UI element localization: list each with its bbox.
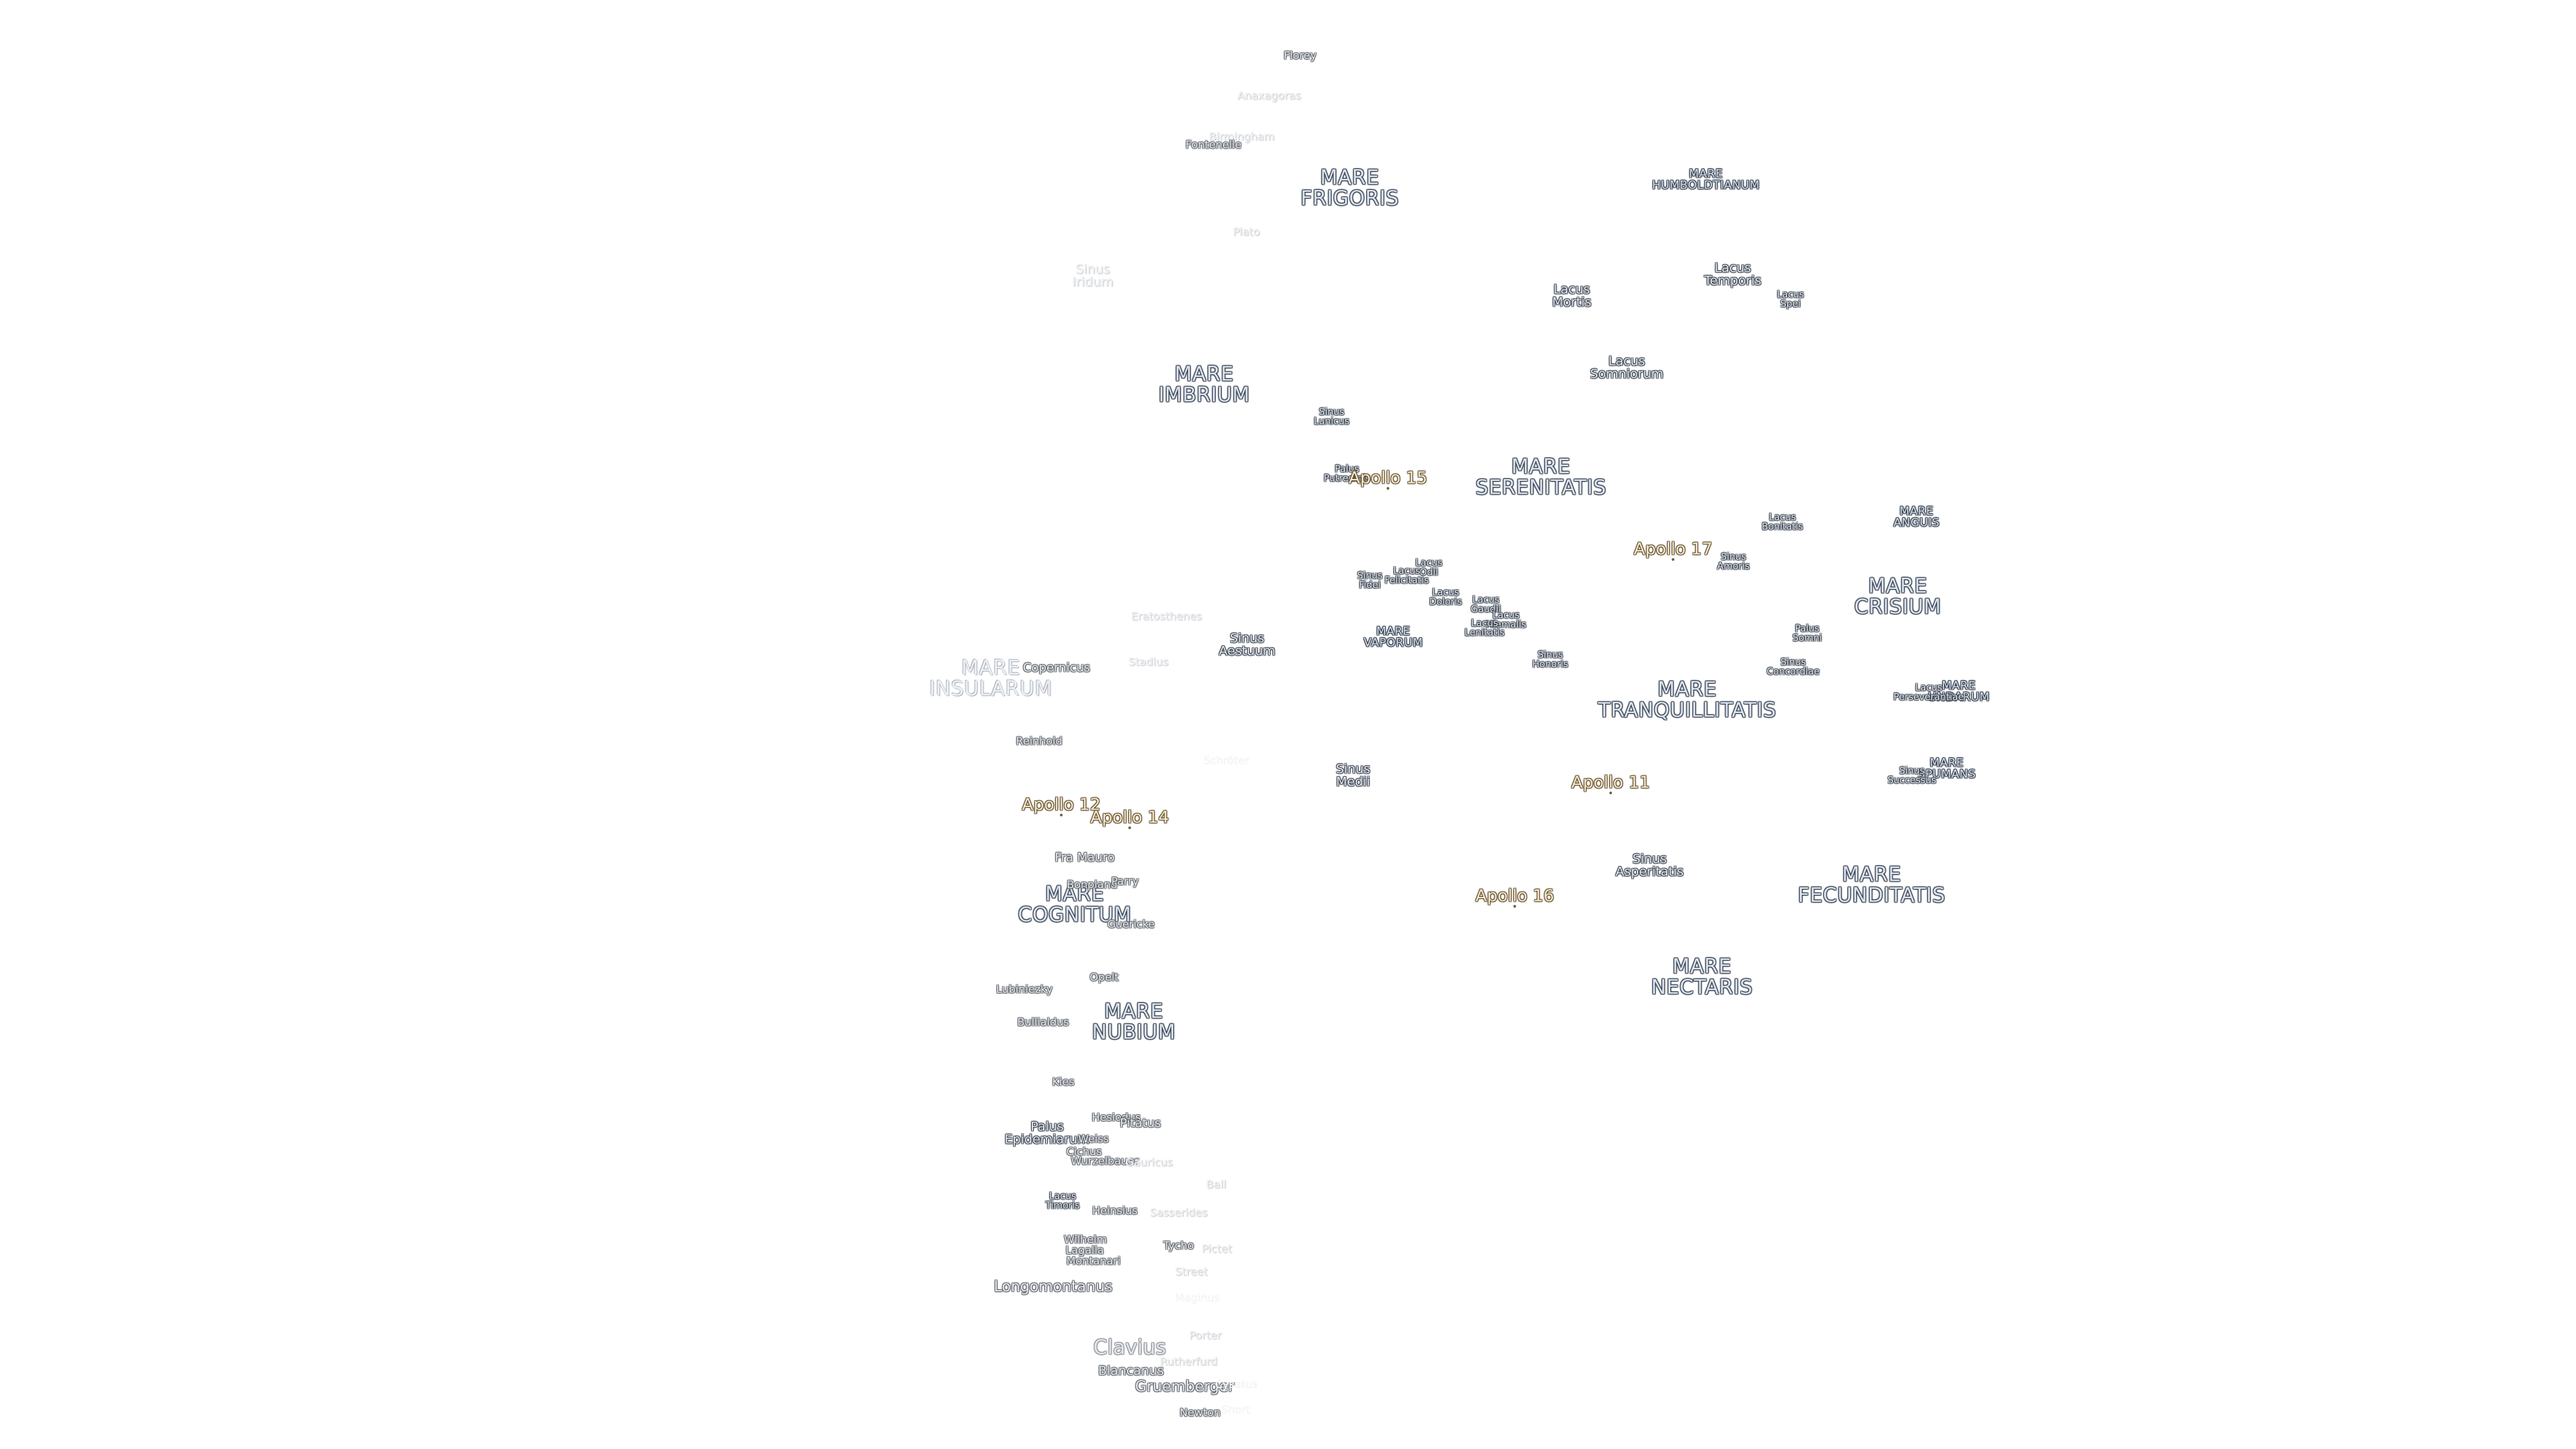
apollo-17-marker (1672, 558, 1674, 561)
label-short[interactable]: Short (1221, 1403, 1250, 1416)
label-mare-nectaris[interactable]: MARE NECTARIS (1651, 955, 1753, 999)
label-cysatus[interactable]: Cysatus (1215, 1377, 1258, 1391)
label-pitatus[interactable]: Pitatus (1120, 1116, 1161, 1130)
label-mare-insularum[interactable]: MARE INSULARUM (929, 656, 1053, 700)
label-mare-anguis[interactable]: MARE ANGUIS (1893, 504, 1940, 530)
label-apollo-16[interactable]: Apollo 16 (1475, 885, 1554, 906)
label-mare-imbrium[interactable]: MARE IMBRIUM (1158, 362, 1250, 407)
label-maginus[interactable]: Maginus (1175, 1291, 1220, 1304)
label-schroter[interactable]: Schröter (1203, 753, 1249, 767)
label-sinus-medii[interactable]: Sinus Medii (1336, 761, 1371, 790)
label-birmingham[interactable]: Birmingham (1209, 129, 1275, 143)
label-palus-epidemiarum[interactable]: Palus Epidemiarum (1004, 1119, 1090, 1147)
label-hesiodus[interactable]: Hesiodus (1091, 1110, 1141, 1124)
label-parry[interactable]: Parry (1111, 874, 1139, 888)
apollo-12-marker (1060, 814, 1063, 816)
label-lacus-temporis[interactable]: Lacus Temporis (1704, 260, 1762, 288)
label-longomontanus[interactable]: Longomontanus (994, 1278, 1113, 1295)
label-lacus-gaudii[interactable]: Lacus Gaudii (1470, 594, 1501, 615)
label-copernicus[interactable]: Copernicus (1022, 660, 1091, 675)
label-weiss[interactable]: Weiss (1078, 1132, 1109, 1145)
label-mare-spumans[interactable]: MARE SPUMANS (1917, 756, 1976, 782)
label-mare-vaporum[interactable]: MARE VAPORUM (1363, 625, 1424, 650)
label-anaxagoras[interactable]: Anaxagoras (1237, 89, 1301, 102)
label-lubiniezky[interactable]: Lubiniezky (996, 982, 1053, 996)
label-lagalla[interactable]: Lagalla (1065, 1243, 1104, 1256)
label-clavius[interactable]: Clavius (1093, 1336, 1167, 1360)
label-porter[interactable]: Porter (1189, 1328, 1222, 1342)
label-sinus-fidei[interactable]: Sinus Fidei (1357, 570, 1383, 591)
label-montanari[interactable]: Montanari (1066, 1254, 1121, 1267)
label-lacus-perseverantiae[interactable]: Lacus Perseverantiae (1893, 682, 1964, 703)
label-tycho[interactable]: Tycho (1163, 1238, 1194, 1252)
label-mare-nubium[interactable]: MARE NUBIUM (1091, 1000, 1176, 1044)
apollo-15-marker (1387, 487, 1389, 490)
label-lacus-bonitatis[interactable]: Lacus Bonitatis (1762, 512, 1803, 533)
label-apollo-12[interactable]: Apollo 12 (1022, 794, 1101, 814)
label-sinus-iridum[interactable]: Sinus Iridum (1072, 262, 1114, 290)
label-lacus-doloris[interactable]: Lacus Doloris (1429, 587, 1462, 608)
label-mare-cognitum[interactable]: MARE COGNITUM (1018, 882, 1132, 926)
label-mare-serenitatis[interactable]: MARE SERENITATIS (1475, 455, 1607, 499)
label-sinus-concordiae[interactable]: Sinus Concordiae (1766, 657, 1820, 678)
label-apollo-17[interactable]: Apollo 17 (1633, 539, 1713, 559)
label-gauricus[interactable]: Gauricus (1125, 1155, 1173, 1169)
label-fontenelle[interactable]: Fontenelle (1185, 138, 1242, 151)
label-lacus-mortis[interactable]: Lacus Mortis (1552, 282, 1592, 310)
label-mare-humboldtianum[interactable]: MARE HUMBOLDTIANUM (1652, 167, 1760, 193)
label-lacus-felicitatis[interactable]: Lacus Felicitatis (1384, 566, 1430, 586)
label-sinus-asperitatis[interactable]: Sinus Asperitatis (1615, 851, 1684, 879)
label-apollo-14[interactable]: Apollo 14 (1090, 807, 1169, 827)
label-guericke[interactable]: Guericke (1107, 917, 1155, 930)
label-lacus-somniorum[interactable]: Lacus Somniorum (1590, 354, 1664, 382)
label-stadius[interactable]: Stadius (1128, 655, 1169, 668)
label-gruemberger[interactable]: Gruemberger (1135, 1378, 1234, 1395)
label-sinus-honoris[interactable]: Sinus Honoris (1532, 649, 1568, 670)
apollo-14-marker (1128, 826, 1131, 829)
label-sasserides[interactable]: Sasserides (1150, 1205, 1208, 1219)
label-mare-frigoris[interactable]: MARE FRIGORIS (1300, 166, 1399, 210)
label-apollo-15[interactable]: Apollo 15 (1348, 468, 1428, 488)
label-lacus-lenitatis[interactable]: Lacus Lenitatis (1464, 618, 1505, 639)
label-lacus-hiemalis[interactable]: Lacus Hiemalis (1485, 610, 1527, 631)
label-florey[interactable]: Florey (1283, 48, 1317, 62)
label-opelt[interactable]: Opelt (1089, 970, 1119, 983)
label-newton[interactable]: Newton (1179, 1405, 1221, 1419)
label-mare-tranquillitatis[interactable]: MARE TRANQUILLITATIS (1598, 678, 1776, 722)
label-palus-somni[interactable]: Palus Somni (1792, 623, 1822, 644)
label-bonpland[interactable]: Bonpland (1067, 877, 1118, 891)
label-street[interactable]: Street (1175, 1265, 1208, 1278)
label-palus-putredinis[interactable]: Palus Putredinis (1324, 464, 1371, 484)
apollo-11-marker (1609, 792, 1612, 794)
label-apollo-11[interactable]: Apollo 11 (1571, 772, 1650, 792)
label-lacus-odii[interactable]: Lacus Odii (1415, 557, 1443, 578)
label-pictet[interactable]: Pictet (1201, 1242, 1232, 1255)
label-wilhelm[interactable]: Wilhelm (1063, 1232, 1108, 1246)
label-wurzelbauer[interactable]: Wurzelbauer (1071, 1154, 1139, 1167)
label-heinsius[interactable]: Heinsius (1092, 1203, 1138, 1217)
label-lacus-timoris[interactable]: Lacus Timoris (1045, 1191, 1080, 1212)
label-sinus-amoris[interactable]: Sinus Amoris (1717, 551, 1750, 572)
label-mare-fecunditatis[interactable]: MARE FECUNDITATIS (1798, 863, 1945, 907)
apollo-16-marker (1513, 905, 1516, 908)
label-kies[interactable]: Kies (1052, 1075, 1075, 1088)
label-rutherfurd[interactable]: Rutherfurd (1160, 1354, 1218, 1368)
label-ball[interactable]: Ball (1206, 1177, 1226, 1191)
label-lacus-spei[interactable]: Lacus Spei (1776, 289, 1805, 310)
label-blancanus[interactable]: Blancanus (1097, 1363, 1165, 1379)
label-eratosthenes[interactable]: Eratosthenes (1131, 609, 1202, 623)
label-cichus[interactable]: Cichus (1066, 1144, 1102, 1158)
label-reinhold[interactable]: Reinhold (1016, 734, 1063, 747)
label-mare-crisium[interactable]: MARE CRISIUM (1854, 574, 1941, 619)
label-sinus-successus[interactable]: Sinus Successus (1887, 765, 1937, 786)
label-bullialdus[interactable]: Bullialdus (1017, 1015, 1069, 1028)
label-sinus-aestuum[interactable]: Sinus Aestuum (1218, 631, 1276, 659)
label-sinus-lunicus[interactable]: Sinus Lunicus (1313, 407, 1350, 427)
label-plato[interactable]: Plato (1233, 225, 1260, 238)
label-fra-mauro[interactable]: Fra Mauro (1055, 850, 1115, 865)
label-mare-undarum[interactable]: MARE UNDARUM (1927, 679, 1990, 704)
